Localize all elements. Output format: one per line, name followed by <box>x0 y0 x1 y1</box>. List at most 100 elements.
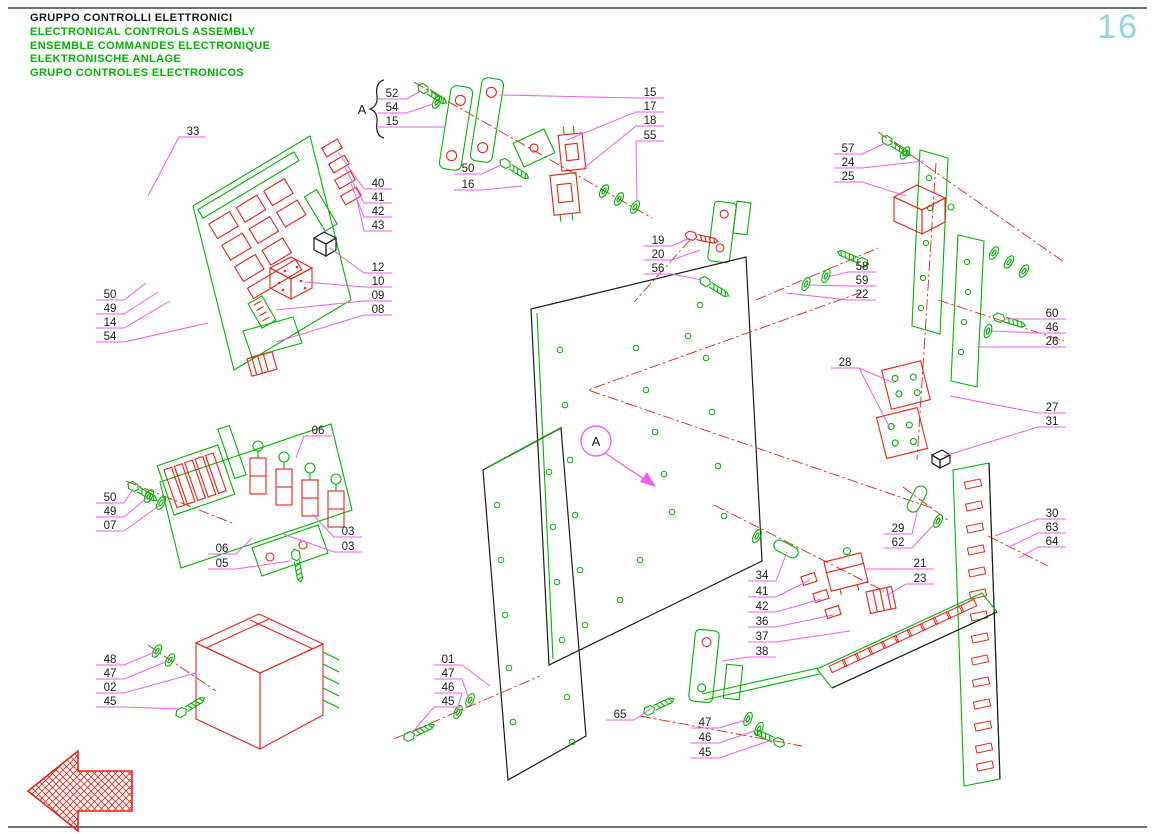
part-callout-19: 19 <box>652 235 665 247</box>
part-callout-01: 01 <box>442 654 455 666</box>
part-callout-41: 41 <box>372 192 385 204</box>
bracket-08 <box>242 316 303 377</box>
part-callout-15: 15 <box>644 87 657 99</box>
part-callout-54: 54 <box>386 102 399 114</box>
leader-line <box>834 160 925 169</box>
fuse-holder <box>249 440 267 495</box>
part-callout-27: 27 <box>1046 402 1059 414</box>
leader-line <box>96 672 197 694</box>
fuse-holder <box>275 451 293 506</box>
part-callout-26: 26 <box>1046 336 1059 348</box>
part-callout-63: 63 <box>1046 522 1059 534</box>
leader-line <box>434 678 470 700</box>
part-callout-45: 45 <box>442 696 455 708</box>
leader-line <box>949 395 1066 414</box>
sensor-bracket-19-20 <box>633 200 752 303</box>
part-callout-30: 30 <box>1046 508 1059 520</box>
part-callout-46: 46 <box>699 732 712 744</box>
part-callout-29: 29 <box>892 523 905 535</box>
relay-17 <box>557 125 587 172</box>
part-callout-42: 42 <box>756 601 769 613</box>
part-callout-42: 42 <box>372 206 385 218</box>
leader-line <box>644 249 701 261</box>
part-callout-03: 03 <box>342 541 355 553</box>
relay-18 <box>549 172 581 222</box>
circuit-board-33 <box>192 135 352 371</box>
callout-layer: 3340414243121009085049145452541550161517… <box>96 87 1066 759</box>
part-callout-54: 54 <box>104 331 117 343</box>
part-callout-20: 20 <box>652 249 665 261</box>
part-callout-46: 46 <box>442 682 455 694</box>
leader-line <box>834 142 887 155</box>
slotted-rails <box>701 462 1001 787</box>
cube-12 <box>312 231 338 258</box>
title-english: ELECTRONICAL CONTROLS ASSEMBLY <box>30 25 256 38</box>
leader-line <box>807 284 876 287</box>
part-callout-22: 22 <box>856 289 869 301</box>
leader-line <box>96 291 159 315</box>
part-callout-37: 37 <box>756 631 769 643</box>
part-callout-08: 08 <box>372 304 385 316</box>
upper-bracket-assembly <box>413 77 653 222</box>
leader-line <box>208 560 291 570</box>
leader-line <box>96 706 181 710</box>
leader-line <box>344 167 392 204</box>
leader-line <box>282 533 362 553</box>
part-callout-03: 03 <box>342 526 355 538</box>
leader-line <box>275 314 392 343</box>
connector-23 <box>865 585 897 615</box>
fastener-axis-22 <box>755 247 879 301</box>
part-callout-06: 06 <box>312 425 325 437</box>
part-callout-49: 49 <box>104 506 117 518</box>
part-callout-52: 52 <box>386 88 399 100</box>
leader-line <box>147 136 205 197</box>
leader-line <box>378 90 422 100</box>
part-callout-50: 50 <box>104 289 117 301</box>
leader-line <box>691 739 773 759</box>
part-callout-48: 48 <box>104 654 117 666</box>
part-callout-59: 59 <box>856 275 869 287</box>
leader-line <box>411 706 462 734</box>
part-callout-57: 57 <box>842 143 855 155</box>
part-callout-58: 58 <box>856 261 869 273</box>
part-callout-50: 50 <box>104 492 117 504</box>
part-callout-38: 38 <box>756 646 769 658</box>
pin-29 <box>906 485 928 513</box>
lower-bracket-38 <box>641 628 787 750</box>
part-callout-05: 05 <box>216 558 229 570</box>
relay-assembly-left <box>125 423 353 584</box>
part-callout-02: 02 <box>104 682 117 694</box>
leader-line <box>96 651 156 666</box>
title-italian: GRUPPO CONTROLLI ELETTRONICI <box>30 12 233 24</box>
part-callout-46: 46 <box>1046 322 1059 334</box>
leader-line <box>943 426 1066 457</box>
leader-line <box>311 513 362 538</box>
leader-line <box>991 330 1066 334</box>
leader-line <box>96 504 161 532</box>
transformer-02 <box>149 613 340 750</box>
part-callout-10: 10 <box>372 276 385 288</box>
leader-line <box>884 522 936 549</box>
page-number: 16 <box>1097 8 1139 46</box>
title-spanish: GRUPO CONTROLES ELECTRONICOS <box>30 67 245 79</box>
leader-line <box>748 614 834 628</box>
part-callout-16: 16 <box>462 179 475 191</box>
leader-line <box>304 281 392 288</box>
part-callout-56: 56 <box>652 263 665 275</box>
title-block: GRUPPO CONTROLLI ELETTRONICI ELECTRONICA… <box>30 12 270 81</box>
part-callout-43: 43 <box>372 220 385 232</box>
leader-line <box>691 729 758 744</box>
title-french: ENSEMBLE COMMANDES ELECTRONIQUE <box>30 39 271 52</box>
terminal-block-28a <box>881 360 931 410</box>
relay-base-bracket <box>251 524 329 577</box>
part-callout-23: 23 <box>914 573 927 585</box>
leader-line <box>96 488 134 504</box>
leader-line <box>329 247 392 274</box>
part-callout-45: 45 <box>699 747 712 759</box>
leader-line <box>606 707 653 721</box>
part-callout-24: 24 <box>842 157 855 169</box>
solenoid-25 <box>892 184 955 235</box>
leader-line <box>858 367 891 429</box>
leader-line <box>378 103 434 114</box>
